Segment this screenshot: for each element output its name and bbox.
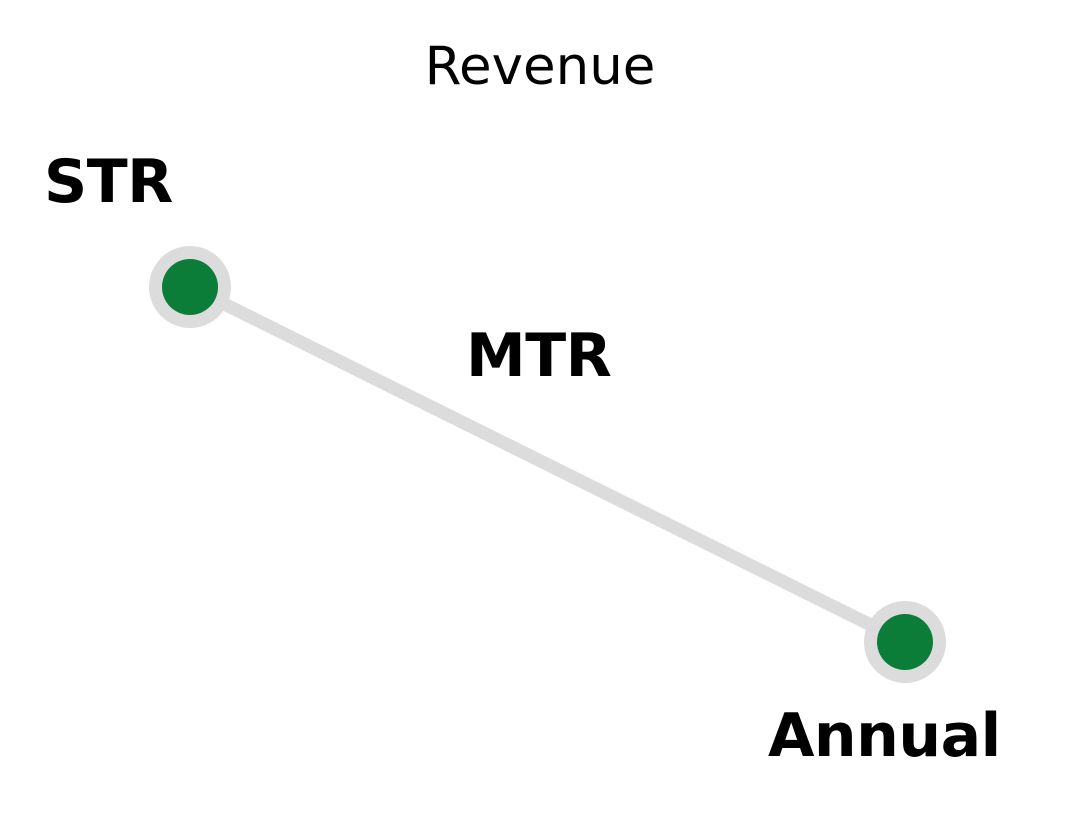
node-annual[interactable] (864, 601, 946, 683)
node-str[interactable] (149, 246, 231, 328)
page-title: Revenue (424, 36, 656, 97)
node-annual-marker[interactable] (877, 614, 933, 670)
edge-label-mtr: MTR (466, 321, 612, 391)
node-label-annual: Annual (768, 701, 1001, 771)
edge-layer (183, 280, 912, 649)
node-layer (149, 246, 946, 683)
edge-str-annual[interactable] (183, 280, 912, 649)
node-str-marker[interactable] (162, 259, 218, 315)
node-label-str: STR (44, 147, 173, 217)
